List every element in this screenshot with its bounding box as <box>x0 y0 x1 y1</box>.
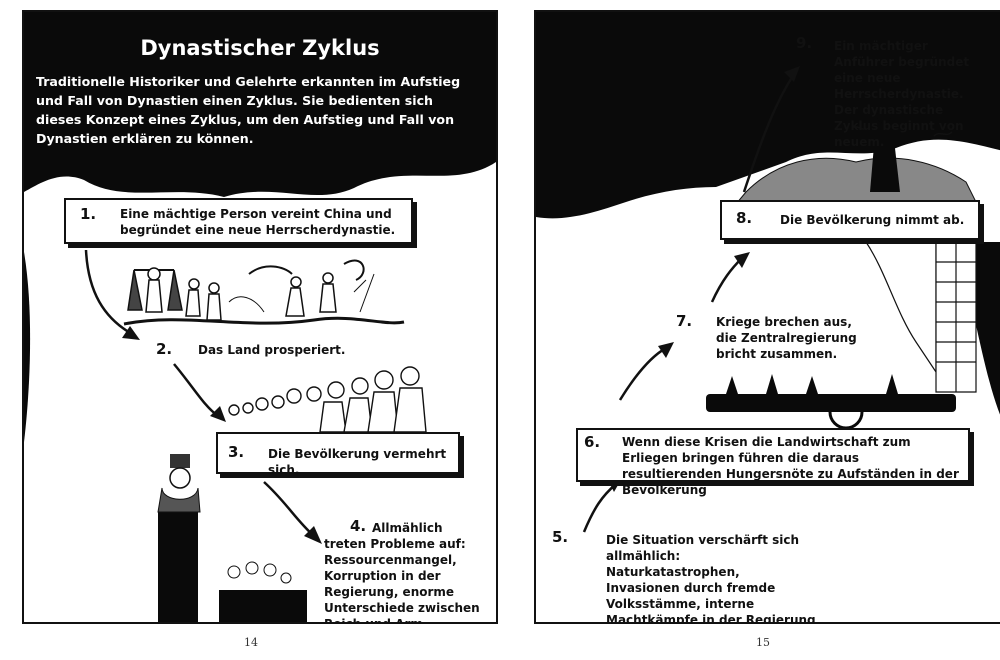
page-number-left: 14 <box>244 636 258 649</box>
step-3-number: 3. <box>228 443 245 461</box>
step-7-number: 7. <box>676 312 693 330</box>
crowd-illustration <box>228 366 427 433</box>
page-number-right: 15 <box>756 636 770 649</box>
step-1-box: 1. Eine mächtige Person vereint China un… <box>64 198 413 244</box>
step-9-number: 9. <box>796 34 813 52</box>
step-9-text: Ein mächtiger Anführer begründet eine ne… <box>834 39 970 149</box>
step-3-box: 3. Die Bevölkerung vermehrt sich. <box>216 432 460 477</box>
step-2-number: 2. <box>156 340 173 358</box>
cycle-arrows <box>84 249 315 537</box>
ruins-and-leader-illustration <box>734 109 977 205</box>
step-1-number: 1. <box>80 205 97 223</box>
brick-wall-illustration <box>864 241 977 393</box>
official-on-pillar-illustration <box>157 454 307 622</box>
step-5-text: Die Situation verschärft sich allmählich… <box>606 533 816 624</box>
battle-illustration <box>706 374 956 430</box>
step-4-text: Allmählich treten Probleme auf: Ressourc… <box>324 521 480 624</box>
step-4-number: 4. <box>350 517 367 535</box>
step-1-text: Eine mächtige Person vereint China und b… <box>120 207 396 237</box>
step-8-number: 8. <box>736 209 753 227</box>
comic-page-right: 9. Ein mächtiger Anführer begründet eine… <box>534 10 1000 624</box>
step-6-number: 6. <box>584 433 601 451</box>
step-6-box: 6. Wenn diese Krisen die Landwirtschaft … <box>576 428 970 497</box>
step-5-number: 5. <box>552 528 569 546</box>
page-background-art-right <box>536 12 1000 533</box>
page-background-art <box>24 12 496 622</box>
step-8-box: 8. Die Bevölkerung nimmt ab. <box>720 200 980 240</box>
step-3-text: Die Bevölkerung vermehrt sich. <box>268 447 447 477</box>
page-title: Dynastischer Zyklus <box>140 36 380 60</box>
comic-page-left: Dynastischer Zyklus Traditionelle Histor… <box>22 10 498 624</box>
step-6-text: Wenn diese Krisen die Landwirtschaft zum… <box>622 435 959 497</box>
farmers-illustration <box>123 259 405 326</box>
step-2-text: Das Land prosperiert. <box>198 343 346 357</box>
step-8-text: Die Bevölkerung nimmt ab. <box>780 213 965 227</box>
intro-text: Traditionelle Historiker und Gelehrte er… <box>36 74 461 146</box>
step-7-text: Kriege brechen aus, die Zentralregierung… <box>716 315 857 361</box>
